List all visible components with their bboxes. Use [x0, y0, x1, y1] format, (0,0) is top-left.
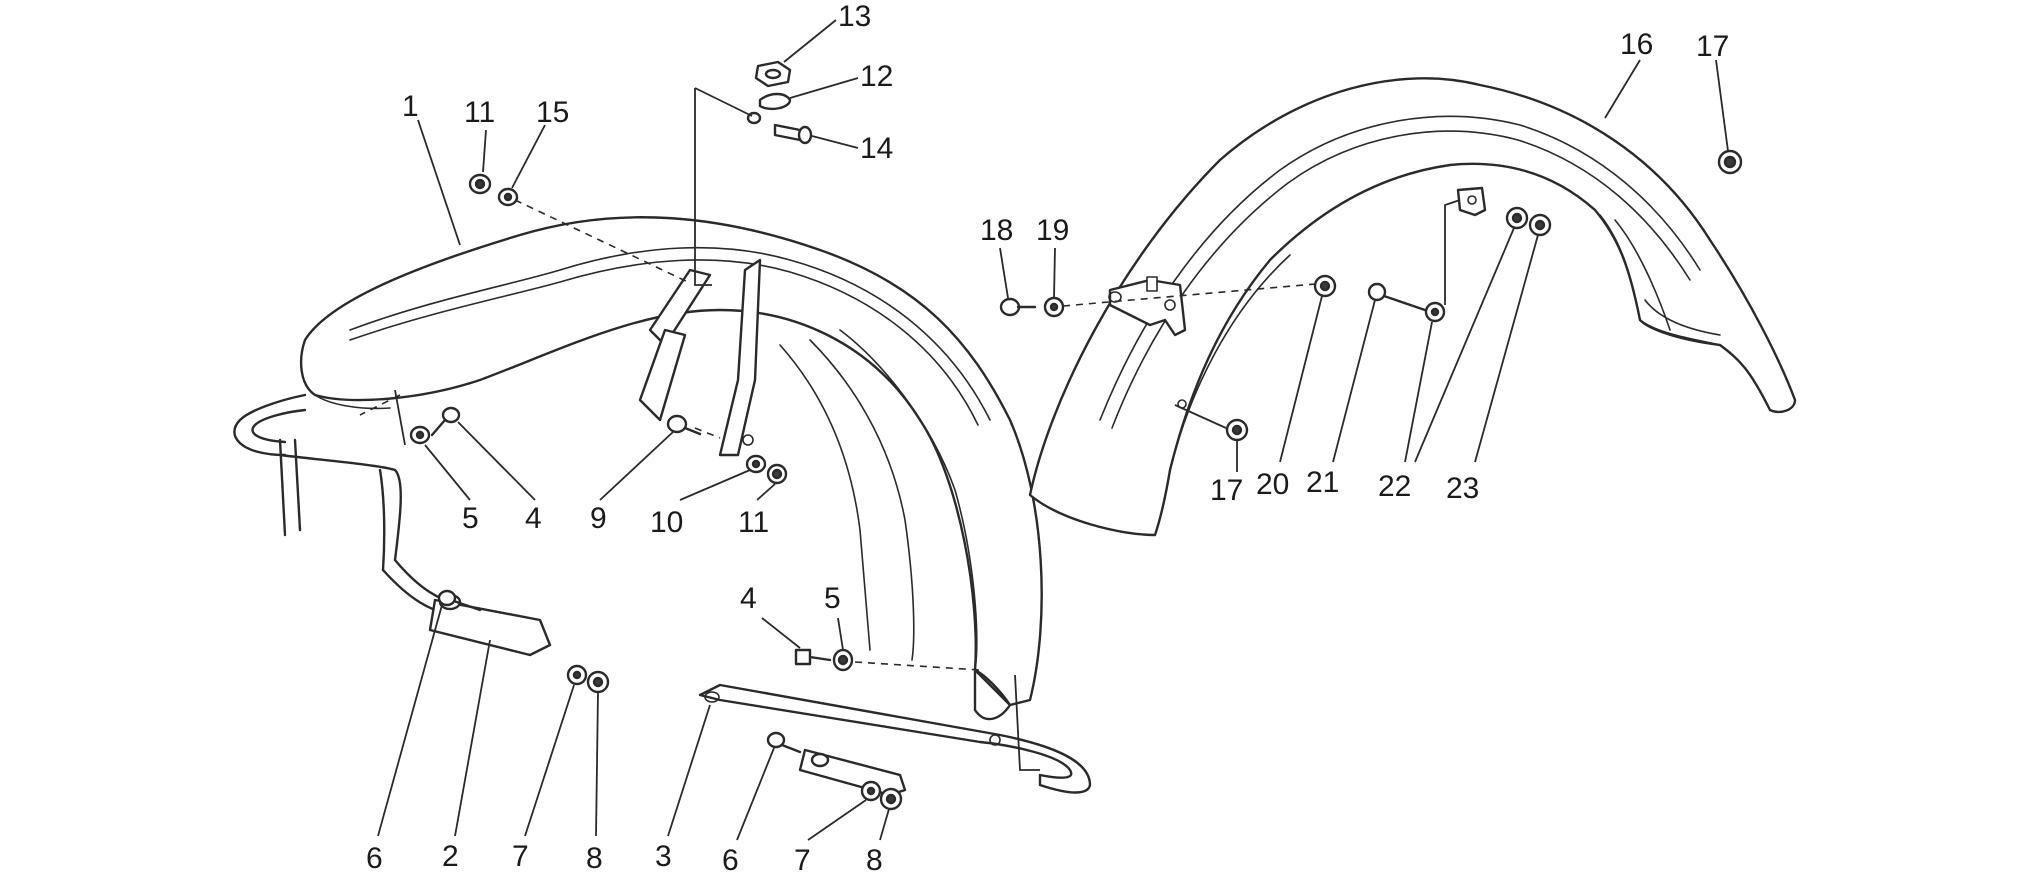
callout-5-upper: 5 [462, 502, 479, 535]
callout-12: 12 [860, 60, 893, 93]
callout-numbers: 1 11 15 13 12 14 5 4 9 10 11 4 5 6 2 7 8… [366, 0, 1729, 874]
front-fender-lower-bracket [698, 683, 1092, 797]
callout-17-top: 17 [1696, 30, 1729, 63]
callout-20: 20 [1256, 468, 1289, 501]
callout-13: 13 [838, 0, 871, 33]
callout-17-lower: 17 [1210, 474, 1243, 507]
callout-19: 19 [1036, 214, 1069, 247]
leader-lines [377, 19, 1729, 841]
callout-6-right: 6 [722, 844, 739, 874]
callout-8-left: 8 [586, 842, 603, 874]
callout-22: 22 [1378, 470, 1411, 503]
callout-7-right: 7 [794, 844, 811, 874]
callout-6-left: 6 [366, 842, 383, 874]
callout-8-right: 8 [866, 844, 883, 874]
callout-10: 10 [650, 506, 683, 539]
callout-18: 18 [980, 214, 1013, 247]
callout-15: 15 [536, 96, 569, 129]
callout-1: 1 [402, 90, 419, 123]
callout-16: 16 [1620, 28, 1653, 61]
front-fender-guard-rail [233, 393, 552, 657]
hardware [409, 60, 1743, 811]
assembly-lines [359, 87, 1461, 771]
callout-3: 3 [655, 840, 672, 873]
callout-9: 9 [590, 502, 607, 535]
callout-7-left: 7 [512, 840, 529, 873]
callout-2: 2 [442, 840, 459, 873]
callout-11-mid: 11 [738, 506, 769, 539]
callout-4-upper: 4 [525, 502, 542, 535]
front-fender [299, 216, 1043, 721]
callout-11-top: 11 [464, 96, 495, 129]
callout-23: 23 [1446, 472, 1479, 505]
callout-4-lower: 4 [740, 582, 757, 615]
callout-5-lower: 5 [824, 582, 841, 615]
callout-14: 14 [860, 132, 893, 165]
rear-fender [1028, 77, 1797, 537]
callout-21: 21 [1306, 466, 1339, 499]
